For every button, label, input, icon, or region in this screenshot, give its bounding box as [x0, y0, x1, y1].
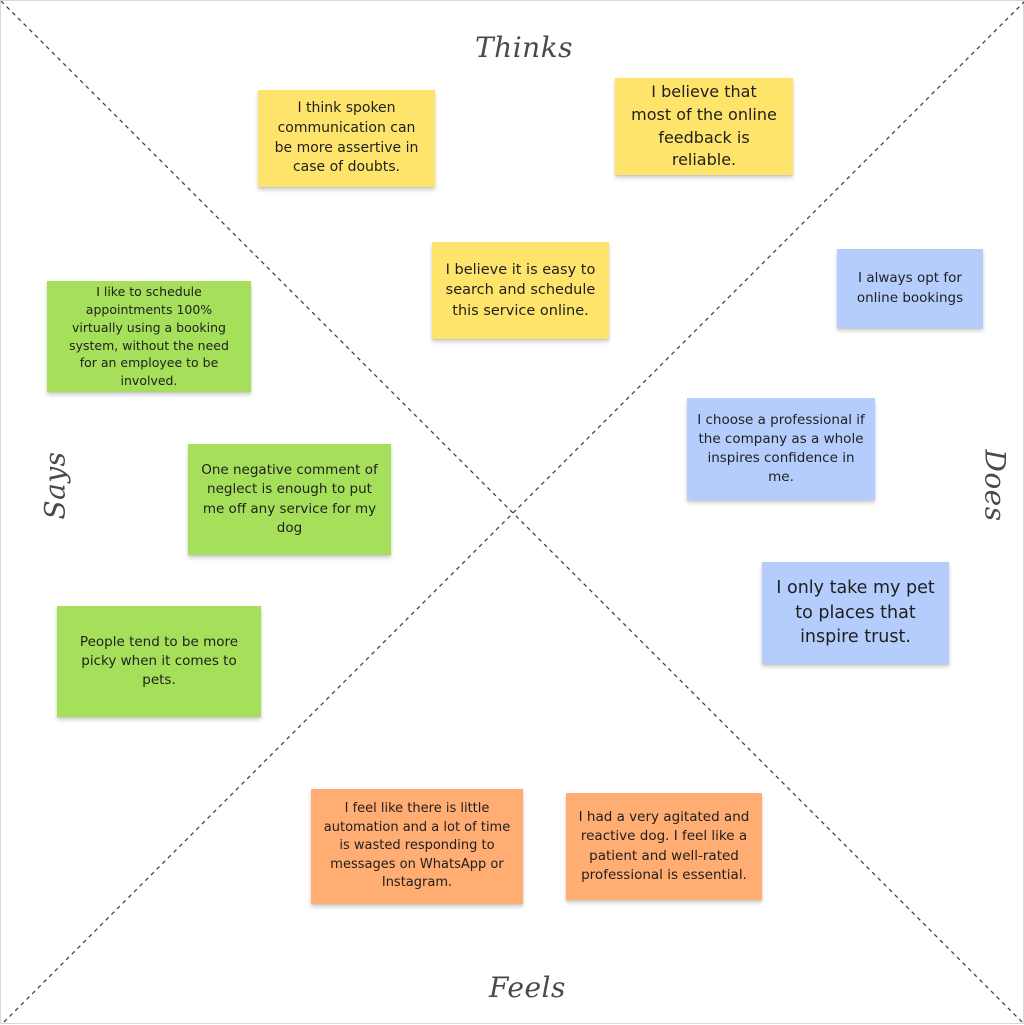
quadrant-label-feels: Feels: [489, 971, 566, 1004]
sticky-note-thinks-easy-to-schedule[interactable]: I believe it is easy to search and sched…: [432, 242, 609, 339]
quadrant-label-thinks: Thinks: [475, 31, 574, 64]
sticky-note-does-online-bookings[interactable]: I always opt for online bookings: [837, 249, 983, 328]
sticky-note-says-negative-comment[interactable]: One negative comment of neglect is enoug…: [188, 444, 391, 555]
sticky-note-thinks-online-feedback[interactable]: I believe that most of the online feedba…: [615, 78, 793, 175]
quadrant-label-says: Says: [38, 451, 72, 520]
sticky-note-feels-agitated-dog[interactable]: I had a very agitated and reactive dog. …: [566, 793, 762, 900]
sticky-note-thinks-spoken-communication[interactable]: I think spoken communication can be more…: [258, 90, 435, 187]
sticky-note-feels-little-automation[interactable]: I feel like there is little automation a…: [311, 789, 523, 904]
sticky-note-does-pet-places-trust[interactable]: I only take my pet to places that inspir…: [762, 562, 949, 664]
sticky-note-says-picky-about-pets[interactable]: People tend to be more picky when it com…: [57, 606, 261, 717]
sticky-note-says-schedule-virtually[interactable]: I like to schedule appointments 100% vir…: [47, 281, 251, 392]
sticky-note-does-choose-professional[interactable]: I choose a professional if the company a…: [687, 398, 875, 500]
quadrant-label-does: Does: [978, 449, 1012, 522]
